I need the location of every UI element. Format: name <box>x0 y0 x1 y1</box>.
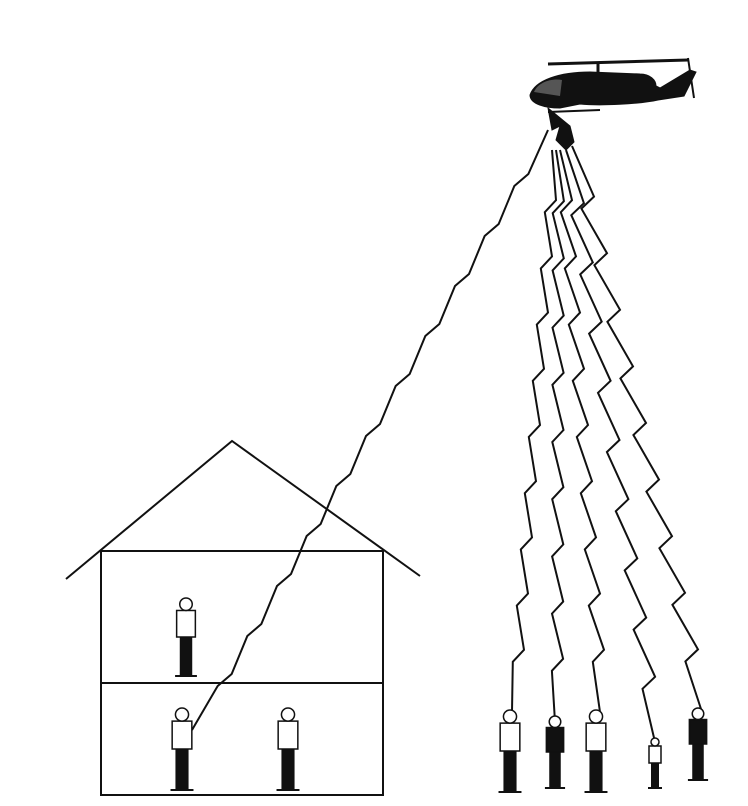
person-head <box>175 708 188 721</box>
person-legs <box>281 749 294 790</box>
person-legs <box>651 763 659 788</box>
person-head <box>180 598 192 610</box>
person-legs <box>175 749 188 790</box>
person-legs <box>589 751 602 792</box>
person-head <box>549 716 561 728</box>
person-legs <box>503 751 516 792</box>
person-torso <box>649 746 661 763</box>
person-legs <box>692 744 704 780</box>
person-torso <box>689 720 706 744</box>
person-head <box>692 708 704 720</box>
person-head <box>281 708 294 721</box>
person-head <box>651 738 659 746</box>
person-torso <box>586 723 606 751</box>
person-head <box>503 710 516 723</box>
person-head <box>589 710 602 723</box>
person-torso <box>278 721 298 749</box>
person-torso <box>500 723 520 751</box>
person-torso <box>546 728 563 752</box>
person-legs <box>180 637 192 676</box>
person-legs <box>549 752 561 788</box>
person-torso <box>177 610 196 637</box>
person-torso <box>172 721 192 749</box>
